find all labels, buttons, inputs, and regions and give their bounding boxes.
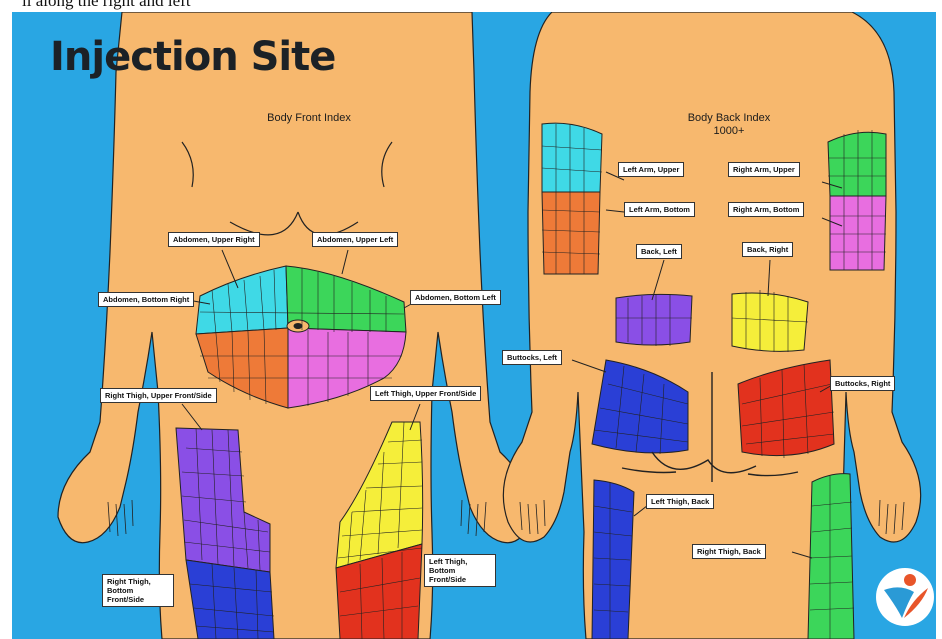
- back-index-subheader: 1000+: [664, 125, 794, 137]
- caption-text: ll along the right and left: [22, 0, 191, 11]
- diagram-panel: Injection Site Body Front Index Body Bac…: [12, 12, 936, 639]
- label-left-arm-upper: Left Arm, Upper: [618, 162, 684, 177]
- label-right-arm-bottom: Right Arm, Bottom: [728, 202, 804, 217]
- label-right-arm-upper: Right Arm, Upper: [728, 162, 800, 177]
- caption-fragment: ll along the right and left: [0, 0, 942, 12]
- back-right-arm: [828, 130, 886, 270]
- label-left-thigh-upper: Left Thigh, Upper Front/Side: [370, 386, 481, 401]
- label-right-thigh-back: Right Thigh, Back: [692, 544, 766, 559]
- label-abdomen-upper-left: Abdomen, Upper Left: [312, 232, 398, 247]
- label-back-left: Back, Left: [636, 244, 682, 259]
- label-abdomen-bottom-left: Abdomen, Bottom Left: [410, 290, 501, 305]
- back-left-arm: [542, 123, 602, 274]
- label-abdomen-bottom-right: Abdomen, Bottom Right: [98, 292, 194, 307]
- page-title: Injection Site: [50, 34, 335, 80]
- brand-logo-icon: [874, 566, 936, 628]
- label-back-right: Back, Right: [742, 242, 793, 257]
- label-left-thigh-bottom: Left Thigh, Bottom Front/Side: [424, 554, 496, 587]
- back-index-header: Body Back Index: [664, 112, 794, 124]
- label-left-thigh-back: Left Thigh, Back: [646, 494, 714, 509]
- body-diagram: [12, 12, 936, 639]
- label-right-thigh-upper: Right Thigh, Upper Front/Side: [100, 388, 217, 403]
- label-abdomen-upper-right: Abdomen, Upper Right: [168, 232, 260, 247]
- label-buttocks-left: Buttocks, Left: [502, 350, 562, 365]
- front-index-header: Body Front Index: [244, 112, 374, 124]
- label-right-thigh-bottom: Right Thigh, Bottom Front/Side: [102, 574, 174, 607]
- label-left-arm-bottom: Left Arm, Bottom: [624, 202, 695, 217]
- label-buttocks-right: Buttocks, Right: [830, 376, 895, 391]
